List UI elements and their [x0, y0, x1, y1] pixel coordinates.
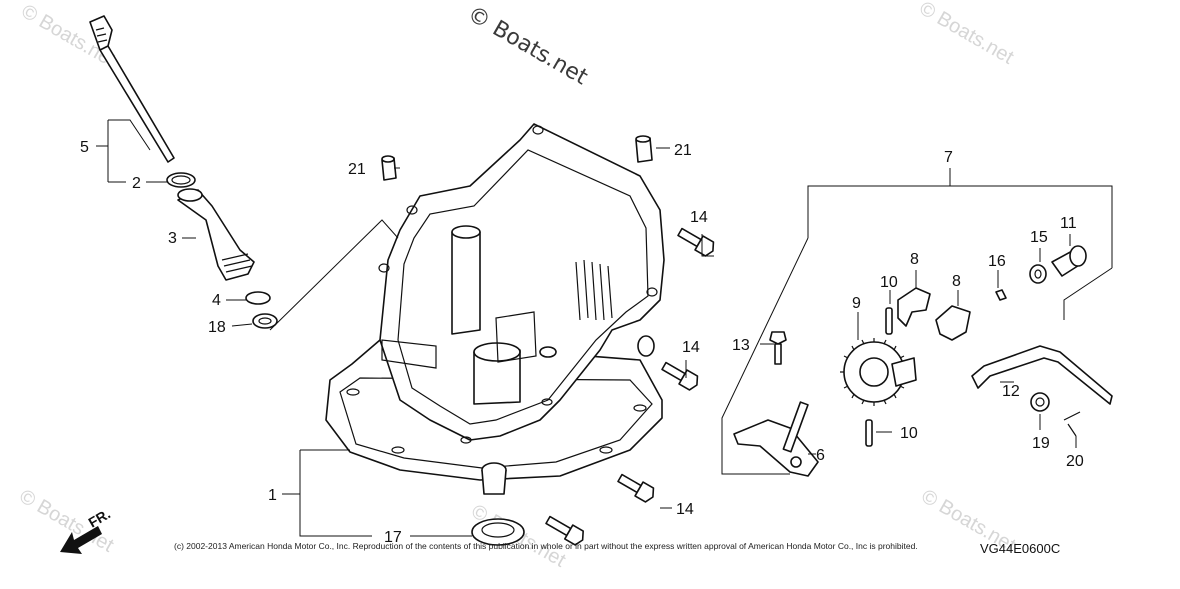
part-labels: 5 2 3 4 18 1 17 21 21 14 14 14 7 13 6 9 …: [80, 139, 1084, 546]
label-3: 3: [168, 230, 177, 247]
label-21a: 21: [348, 161, 366, 178]
label-19: 19: [1032, 435, 1050, 452]
watermark-main: © Boats.net: [463, 2, 592, 91]
label-16: 16: [988, 253, 1006, 270]
label-8a: 8: [910, 251, 919, 268]
label-21b: 21: [674, 142, 692, 159]
diagram-code: VG44E0600C: [980, 541, 1060, 556]
label-20: 20: [1066, 453, 1084, 470]
label-14a: 14: [690, 209, 708, 226]
label-5: 5: [80, 139, 89, 156]
label-15: 15: [1030, 229, 1048, 246]
label-17: 17: [384, 529, 402, 546]
oil-filler-tube: [177, 189, 255, 281]
label-4: 4: [212, 292, 221, 309]
watermark-top-right: © Boats.net: [916, 0, 1018, 69]
label-2: 2: [132, 175, 141, 192]
label-14c: 14: [676, 501, 694, 518]
label-1: 1: [268, 487, 277, 504]
seal-washer: [252, 313, 278, 329]
label-18: 18: [208, 319, 226, 336]
leader-lines: [96, 119, 1077, 537]
label-12: 12: [1002, 383, 1020, 400]
front-arrow-icon: [60, 526, 102, 554]
flange-bolts: [545, 227, 715, 546]
governor-parts: [733, 245, 1113, 477]
label-7: 7: [944, 149, 953, 166]
label-10a: 10: [880, 274, 898, 291]
label-13: 13: [732, 337, 750, 354]
crankcase-cover: [325, 123, 665, 495]
dowel-pins: [381, 135, 653, 181]
oil-seal: [471, 518, 525, 546]
label-14b: 14: [682, 339, 700, 356]
label-11: 11: [1060, 215, 1077, 232]
group-bracket-7: [807, 185, 1113, 268]
o-ring: [166, 172, 196, 188]
label-8b: 8: [952, 273, 961, 290]
dipstick-group: [89, 15, 278, 329]
retaining-clip: [245, 291, 271, 305]
label-6: 6: [816, 447, 825, 464]
label-10b: 10: [900, 425, 918, 442]
label-9: 9: [852, 295, 861, 312]
dipstick: [89, 15, 175, 163]
copyright-notice: (c) 2002-2013 American Honda Motor Co., …: [174, 541, 918, 551]
